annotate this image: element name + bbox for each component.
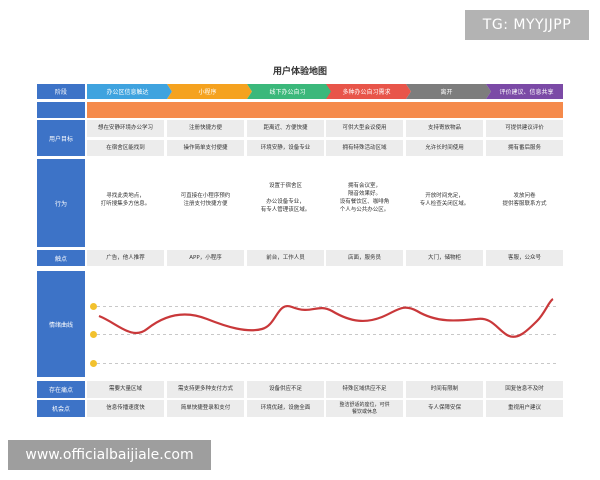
row-label-emotion: 情绪曲线 — [37, 271, 85, 377]
row-label-touchpoint: 触点 — [37, 250, 85, 266]
level-line-neutral — [97, 334, 557, 335]
touchpoint-cell: 前台，工作人员 — [247, 250, 324, 266]
stage-label-1: 办公区信息触达 — [106, 89, 149, 96]
pain-cell: 回复信息不及时 — [486, 381, 563, 398]
stage-chevron-4 — [326, 84, 411, 99]
goal-cell: 注册快捷方便 — [167, 120, 244, 137]
emotion-curve — [98, 298, 554, 338]
opportunity-cell: 整洁舒适的座位，可供 餐饮或休息 — [326, 400, 403, 417]
row-label-opportunity: 机会点 — [37, 400, 85, 417]
pain-cell: 设备供应不足 — [247, 381, 324, 398]
orange-band — [87, 102, 563, 118]
touchpoint-cell: APP，小程序 — [167, 250, 244, 266]
goal-cell: 距离近、方便快捷 — [247, 120, 324, 137]
goal-cell: 在宿舍区能找到 — [87, 140, 164, 156]
goal-cell: 操作简单支付便捷 — [167, 140, 244, 156]
opportunity-cell: 简单快捷登录和支付 — [167, 400, 244, 417]
goal-cell: 环境安静，设备专业 — [247, 140, 324, 156]
emotion-curve-path — [98, 298, 554, 338]
emotion-area — [87, 271, 563, 377]
stage-chevron-3 — [247, 84, 332, 99]
stage-chevron-bar — [87, 84, 563, 99]
row-label-goal: 用户目标 — [37, 120, 85, 156]
watermark-bottom: www.officialbaijiale.com — [8, 440, 211, 470]
row-label-stage: 阶段 — [37, 84, 85, 99]
stage-chevron-6 — [486, 84, 563, 99]
goal-cell: 可供大型会议使用 — [326, 120, 403, 137]
behavior-cell: 寻找此类地点， 打听搜集多方信息。 — [87, 159, 164, 247]
touchpoint-cell: 大门，储物柜 — [406, 250, 483, 266]
opportunity-cell: 重视用户建议 — [486, 400, 563, 417]
stage-chevron-2 — [167, 84, 252, 99]
opportunity-cell: 信息传播速度快 — [87, 400, 164, 417]
touchpoint-cell: 客服，公众号 — [486, 250, 563, 266]
goal-cell: 拥有特殊活动区域 — [326, 140, 403, 156]
sad-face-icon — [90, 360, 97, 367]
behavior-cell: 可直接在小程序预约 注册支付快捷方便 — [167, 159, 244, 247]
goal-cell: 拥有番后服务 — [486, 140, 563, 156]
pain-cell: 时间有限制 — [406, 381, 483, 398]
stage-label-5: 离开 — [440, 89, 453, 96]
level-line-sad — [97, 363, 557, 364]
behavior-cell: 设置于宿舍区 办公设备专业， 有专人管理该区域。 — [247, 159, 324, 247]
goal-cell: 允许长时间使用 — [406, 140, 483, 156]
behavior-cell: 发放问卷 提供客服联系方式 — [486, 159, 563, 247]
goal-cell: 支持寄放物品 — [406, 120, 483, 137]
goal-cell: 可提供建议评价 — [486, 120, 563, 137]
stage-label-3: 线下办公自习 — [269, 89, 306, 96]
stage-label-4: 多种办公自习需求 — [342, 89, 391, 96]
touchpoint-cell: 店面，服务员 — [326, 250, 403, 266]
row-label-pain: 存在痛点 — [37, 381, 85, 398]
neutral-face-icon — [90, 331, 97, 338]
pain-cell: 需支持更多种支付方式 — [167, 381, 244, 398]
row-label-blank — [37, 102, 85, 118]
stage-label-2: 小程序 — [198, 89, 217, 96]
pain-cell: 需要大量区域 — [87, 381, 164, 398]
stage-chevron-1 — [87, 84, 172, 99]
opportunity-cell: 专人保障安保 — [406, 400, 483, 417]
watermark-top: TG: MYYJJPP — [465, 10, 589, 40]
row-label-behavior: 行为 — [37, 159, 85, 247]
behavior-cell: 拥有会议室， 隔音效果好。 设有餐饮区、咖啡角 个人与公共办公区。 — [326, 159, 403, 247]
touchpoint-cell: 广告，他人推荐 — [87, 250, 164, 266]
happy-face-icon — [90, 303, 97, 310]
behavior-cell: 开放时间充足， 专人检查关闭区域。 — [406, 159, 483, 247]
opportunity-cell: 环境优越，设施全面 — [247, 400, 324, 417]
stage-label-6: 评价建议、信息共享 — [499, 89, 554, 96]
level-line-happy — [97, 306, 557, 307]
pain-cell: 特殊区域供应不足 — [326, 381, 403, 398]
goal-cell: 想在安静环境办公学习 — [87, 120, 164, 137]
map-title: 用户体验地图 — [272, 67, 327, 77]
stage-chevron-5 — [406, 84, 491, 99]
